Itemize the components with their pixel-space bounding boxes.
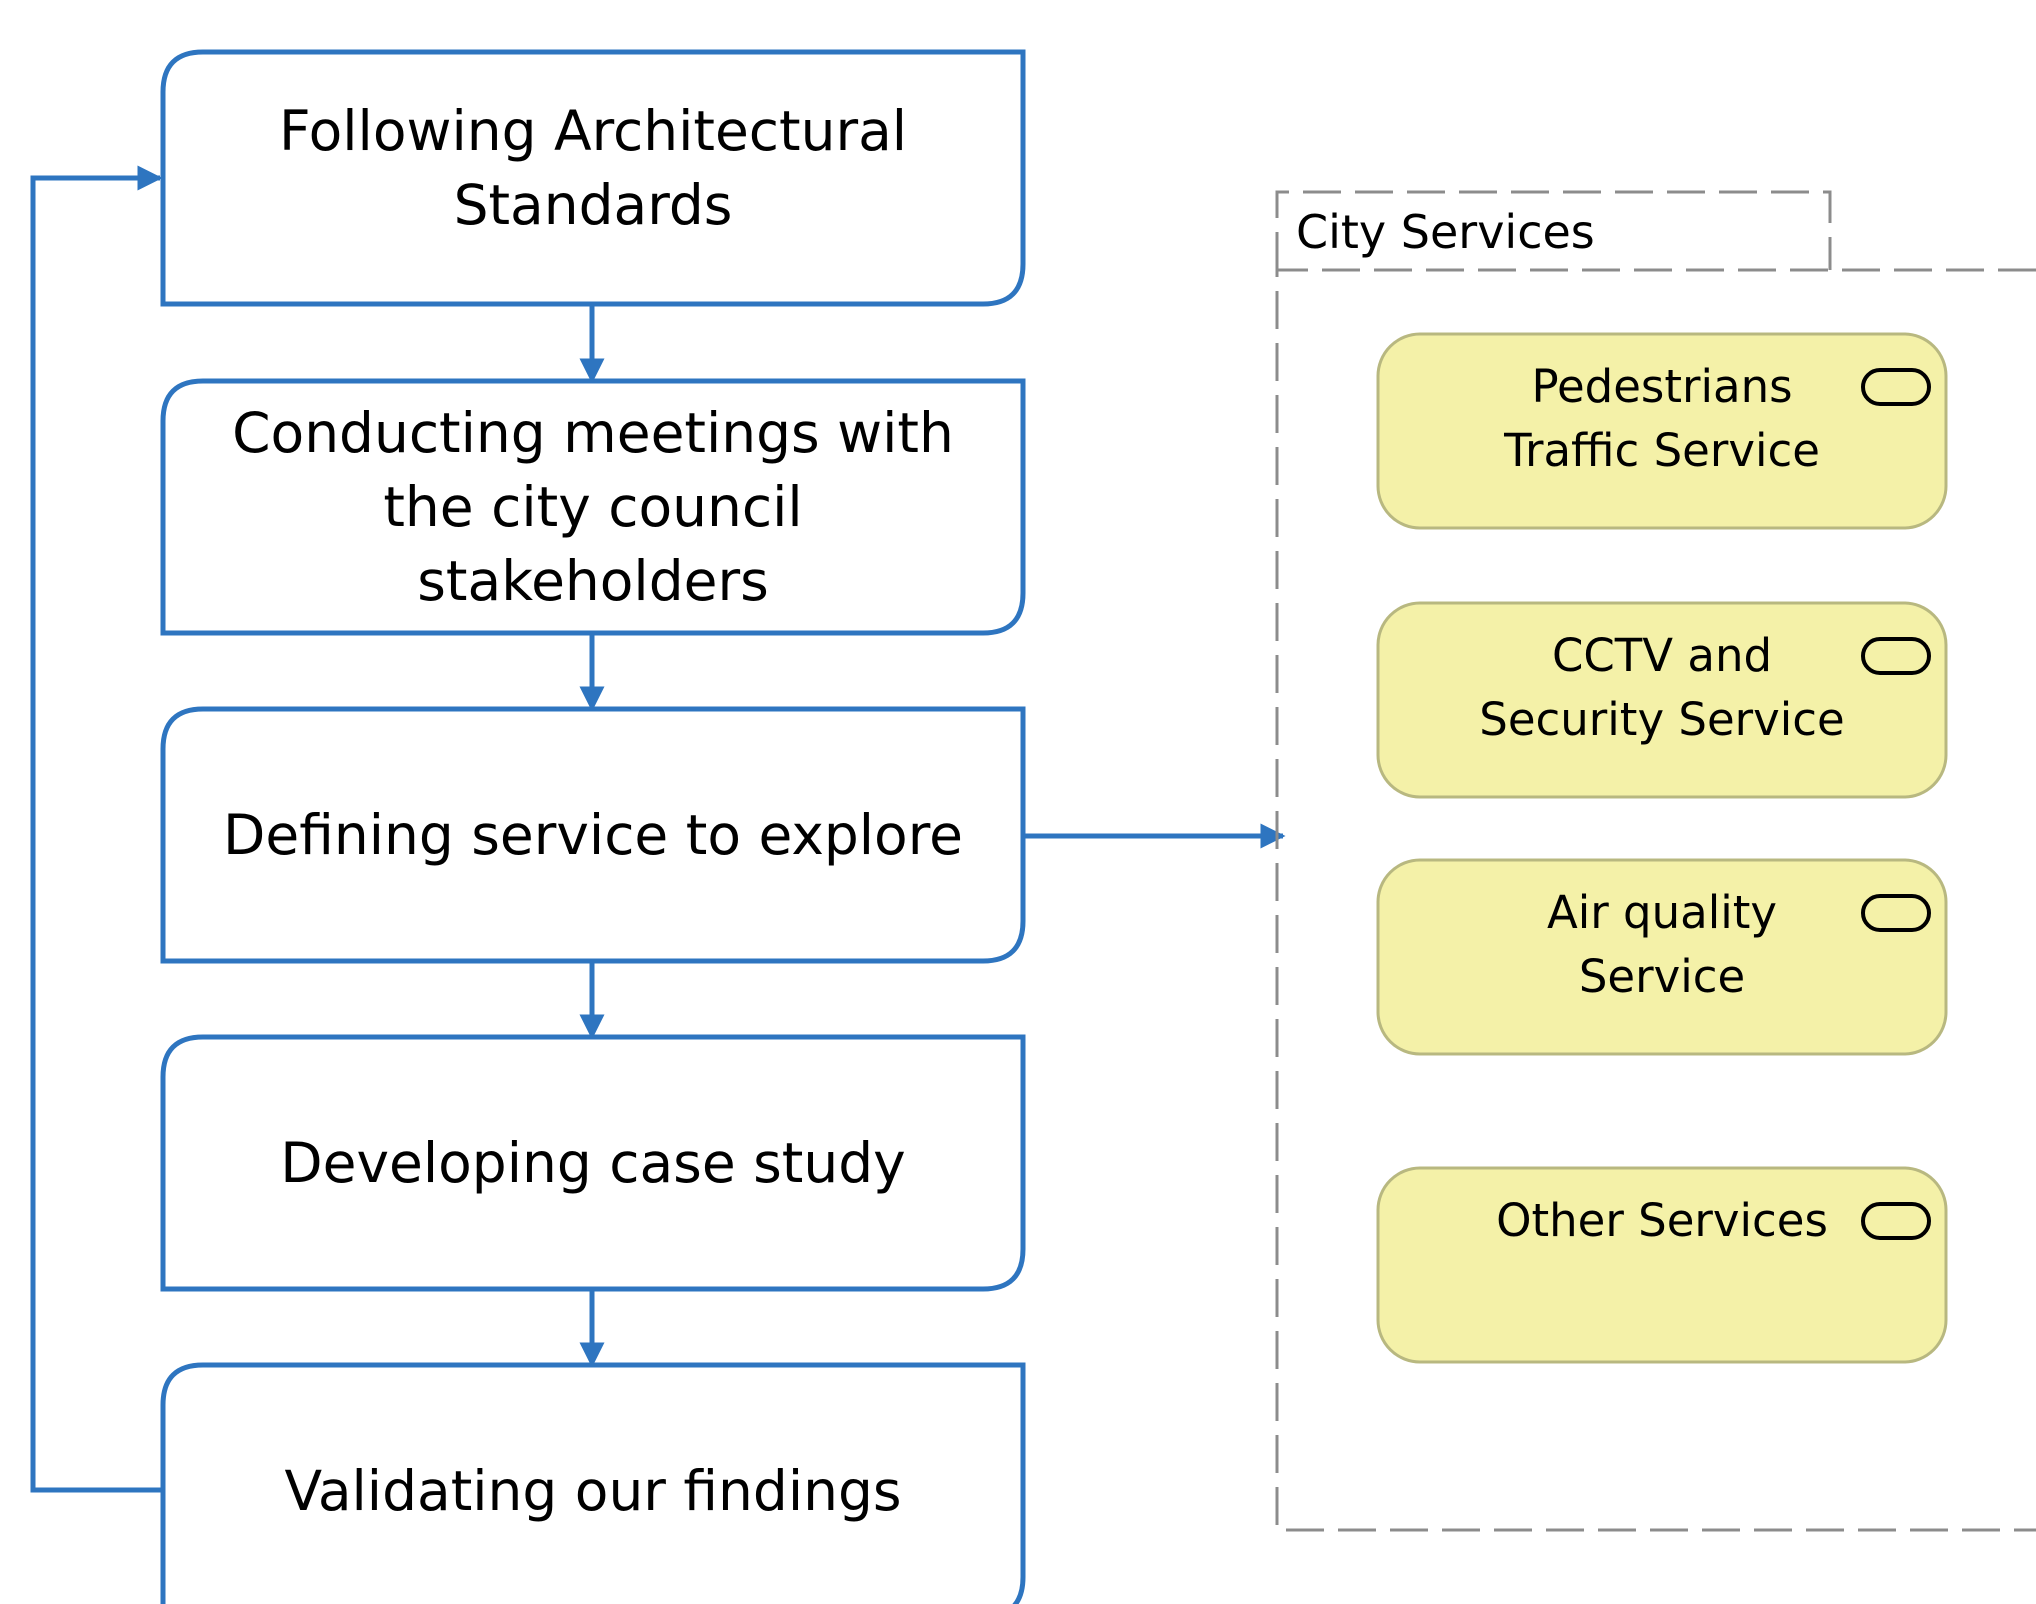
service-box bbox=[1376, 601, 1948, 799]
city-services-title: City Services bbox=[1296, 205, 1595, 259]
step-define-service: Defining service to explore bbox=[160, 706, 1026, 964]
process-steps: Following ArchitecturalStandardsConducti… bbox=[160, 49, 1026, 1604]
service-symbol-icon bbox=[1861, 1202, 1931, 1240]
service-label: Security Service bbox=[1479, 693, 1844, 746]
step-validate-findings: Validating our findings bbox=[160, 1362, 1026, 1604]
step-box bbox=[160, 706, 1026, 964]
step-label: the city council bbox=[383, 475, 802, 539]
step-case-study: Developing case study bbox=[160, 1034, 1026, 1292]
service-box bbox=[1376, 858, 1948, 1056]
step-council-meetings: Conducting meetings with the city council… bbox=[160, 378, 1026, 636]
step-box bbox=[160, 378, 1026, 636]
step-box bbox=[160, 1362, 1026, 1604]
feedback-loop-arrow bbox=[30, 165, 163, 1493]
service-label: Air quality bbox=[1547, 886, 1777, 939]
step-label: stakeholders bbox=[417, 549, 768, 613]
service-symbol-icon bbox=[1861, 894, 1931, 932]
service-box bbox=[1376, 332, 1948, 530]
step-box bbox=[160, 49, 1026, 307]
service-label: Traffic Service bbox=[1503, 424, 1820, 477]
step-label: Standards bbox=[454, 173, 733, 237]
step-connectors bbox=[30, 165, 1286, 1493]
step-label: Developing case study bbox=[280, 1131, 905, 1195]
service-label: CCTV and bbox=[1552, 629, 1772, 682]
step-box bbox=[160, 1034, 1026, 1292]
step-label: Defining service to explore bbox=[223, 803, 963, 867]
service-label: Service bbox=[1579, 950, 1745, 1003]
service-label: Other Services bbox=[1496, 1194, 1828, 1247]
service-symbol-icon bbox=[1861, 637, 1931, 675]
city-services-group: City Services bbox=[1275, 190, 2036, 1532]
service-symbol-icon bbox=[1861, 368, 1931, 406]
step-label: Following Architectural bbox=[279, 99, 907, 163]
step-label: Validating our findings bbox=[284, 1459, 901, 1523]
service-box bbox=[1376, 1166, 1948, 1364]
service-other: Other Services bbox=[1376, 1166, 1948, 1364]
step-label: Conducting meetings with bbox=[232, 401, 954, 465]
service-label: Pedestrians bbox=[1531, 360, 1792, 413]
city-services-frame bbox=[1275, 268, 2036, 1532]
